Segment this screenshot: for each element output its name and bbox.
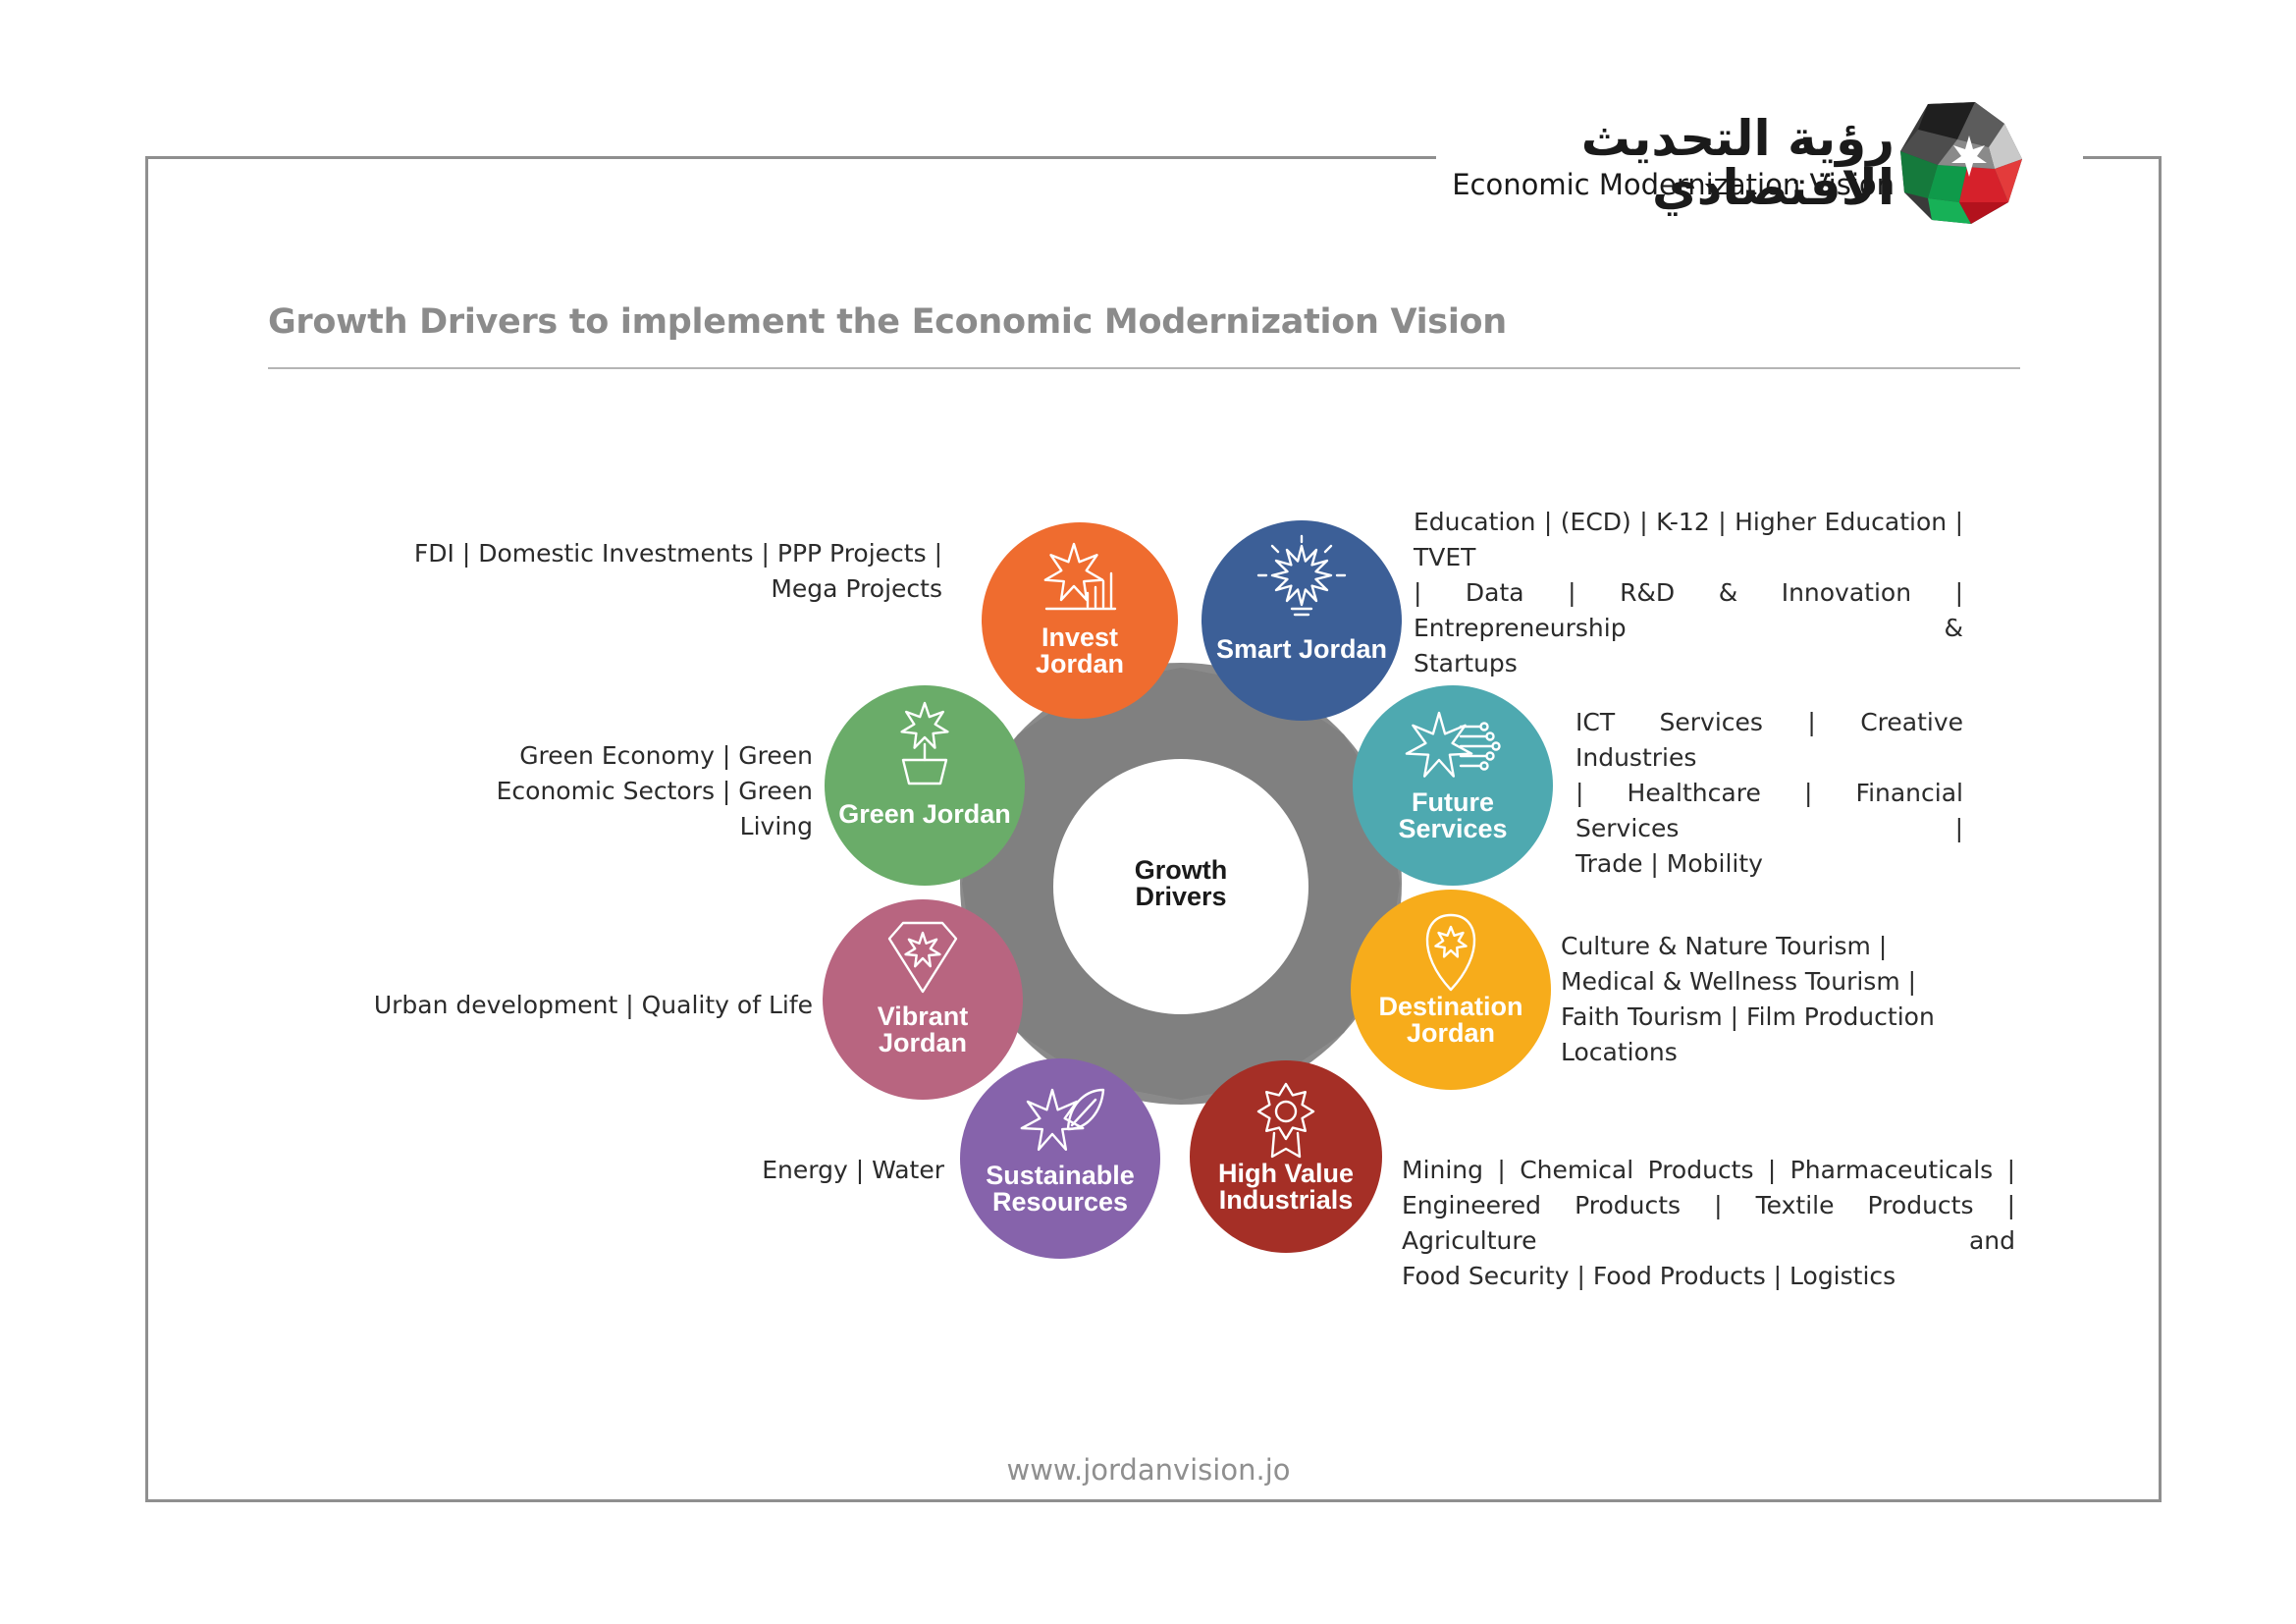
star-bar-chart-icon xyxy=(1043,542,1117,611)
node-label-line2: Industrials xyxy=(1218,1185,1354,1215)
node-label-line1: Sustainable xyxy=(986,1161,1135,1190)
description-smart-jordan: Education | (ECD) | K-12 | Higher Educat… xyxy=(1414,505,1963,681)
node-circle-sustainable-resources xyxy=(960,1058,1160,1259)
node-label-line2: Jordan xyxy=(1035,649,1125,678)
page-title: Growth Drivers to implement the Economic… xyxy=(268,302,1507,342)
node-sustainable-resources xyxy=(960,1058,1160,1259)
title-divider xyxy=(268,367,2020,369)
description-line: Living xyxy=(739,812,813,840)
description-future-services: ICT Services | Creative Industries | Heal… xyxy=(1575,705,1963,882)
description-line: | Healthcare | Financial Services | xyxy=(1575,779,1963,842)
frame-top-right xyxy=(2083,156,2162,159)
node-label-smart-jordan: Smart Jordan xyxy=(1203,636,1400,663)
footer-url[interactable]: www.jordanvision.jo xyxy=(1006,1453,1291,1487)
node-label-line1: Green Jordan xyxy=(838,799,1011,829)
star-lightbulb-icon xyxy=(1256,534,1347,617)
star-location-pin-icon xyxy=(1425,913,1476,992)
node-invest-jordan xyxy=(982,522,1178,719)
node-label-line1: Future xyxy=(1412,787,1494,817)
center-label-line2: Drivers xyxy=(1135,882,1227,911)
description-line: Locations xyxy=(1561,1038,1678,1066)
node-label-line1: Smart Jordan xyxy=(1215,634,1388,664)
node-label-line2: Jordan xyxy=(878,1028,968,1057)
node-label-line1: Destination xyxy=(1378,992,1523,1021)
star-leaf-icon xyxy=(1020,1088,1105,1151)
node-label-line2: Services xyxy=(1398,814,1508,843)
star-diamond-icon xyxy=(887,921,958,994)
logo-arabic-text: رؤية التحديث الاقتصادي xyxy=(1580,110,1895,216)
node-label-green-jordan: Green Jordan xyxy=(827,801,1023,828)
frame-top-left xyxy=(145,156,1436,159)
node-label-line1: Invest xyxy=(1041,623,1119,652)
description-line: | Data | R&D & Innovation | Entrepreneur… xyxy=(1414,578,1963,642)
node-label-line2: Jordan xyxy=(1406,1018,1496,1048)
node-high-value-industrials xyxy=(1190,1060,1382,1253)
description-line: Culture & Nature Tourism | xyxy=(1561,932,1888,960)
logo-english-text: Economic Modernization Vision xyxy=(1452,168,1895,201)
node-label-line1: Vibrant xyxy=(877,1001,969,1031)
description-line: Engineered Products | Textile Products |… xyxy=(1402,1191,2015,1255)
description-line: ICT Services | Creative Industries xyxy=(1575,708,1963,772)
description-line: Mining | Chemical Products | Pharmaceuti… xyxy=(1402,1156,2015,1184)
node-circle-smart-jordan xyxy=(1201,520,1402,721)
node-circle-vibrant-jordan xyxy=(823,899,1023,1100)
node-label-line1: High Value xyxy=(1217,1159,1355,1188)
description-line: FDI | Domestic Investments | PPP Project… xyxy=(413,539,942,568)
node-label-line2: Resources xyxy=(991,1187,1129,1217)
description-high-value-industrials: Mining | Chemical Products | Pharmaceuti… xyxy=(1402,1153,2015,1294)
description-line: Startups xyxy=(1414,649,1518,677)
star-gear-badge-icon xyxy=(1256,1082,1315,1159)
description-destination-jordan: Culture & Nature Tourism | Medical & Well… xyxy=(1561,929,1973,1070)
node-circle-high-value-industrials xyxy=(1190,1060,1382,1253)
star-plant-pot-icon xyxy=(900,701,949,785)
node-circle-green-jordan xyxy=(825,685,1025,886)
description-invest-jordan: FDI | Domestic Investments | PPP Project… xyxy=(373,536,942,607)
description-line: Mega Projects xyxy=(771,574,942,603)
center-hub xyxy=(1053,759,1308,1014)
description-line: Trade | Mobility xyxy=(1575,849,1763,878)
description-line: Education | (ECD) | K-12 | Higher Educat… xyxy=(1414,508,1963,571)
description-sustainable-resources: Energy | Water xyxy=(687,1153,944,1188)
node-circle-invest-jordan xyxy=(982,522,1178,719)
description-line: Food Security | Food Products | Logistic… xyxy=(1402,1262,1896,1290)
star-circuit-icon xyxy=(1405,711,1501,778)
node-destination-jordan xyxy=(1351,890,1551,1090)
description-line: Economic Sectors | Green xyxy=(496,777,813,805)
node-circle-future-services xyxy=(1353,685,1553,886)
description-line: Energy | Water xyxy=(762,1156,944,1184)
description-vibrant-jordan: Urban development | Quality of Life xyxy=(373,988,813,1023)
jordan-star-polygon-icon xyxy=(1900,102,2022,224)
description-line: Green Economy | Green xyxy=(519,741,813,770)
description-line: Medical & Wellness Tourism | xyxy=(1561,967,1917,996)
center-label-line1: Growth xyxy=(1134,855,1228,885)
center-label: Growth Drivers xyxy=(1083,857,1279,910)
node-vibrant-jordan xyxy=(823,899,1023,1100)
node-green-jordan xyxy=(825,685,1025,886)
node-smart-jordan xyxy=(1201,520,1402,721)
node-future-services xyxy=(1353,685,1553,886)
description-line: Urban development | Quality of Life xyxy=(373,991,813,1019)
page-frame xyxy=(145,156,2162,1502)
description-line: Faith Tourism | Film Production xyxy=(1561,1002,1935,1031)
